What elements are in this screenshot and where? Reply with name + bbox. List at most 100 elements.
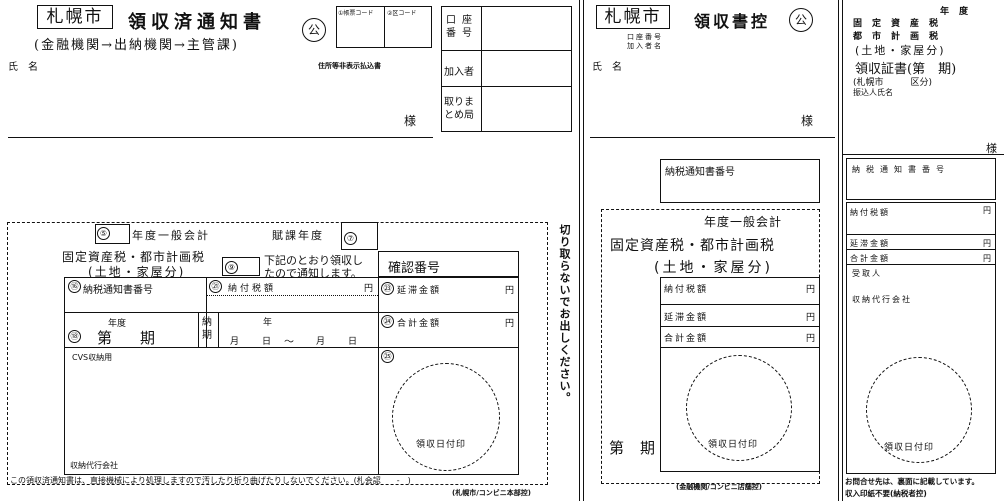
machine-note: この領収済通知書は、直接機械により処理しますので汚したり折り曲げたりしないでくだ… [10, 476, 411, 485]
routing-text: (金融機関→出納機関→主管課) [34, 38, 239, 53]
nendo-label: 年度 [108, 319, 127, 329]
num24-mark: ㉔ [381, 315, 394, 328]
middle-keep-note: (金融機関/コンビニ店舗控) [676, 483, 762, 491]
delay-label: 延滞金額 [397, 286, 442, 296]
middle-hline-1 [660, 304, 820, 305]
right-hline-3 [846, 264, 996, 265]
dai-label: 第 [97, 329, 113, 347]
middle-name-label: 氏 名 [592, 62, 622, 73]
tax-name: 固定資産税・都市計画税 [62, 250, 206, 264]
middle-stamp-label: 領収日付印 [708, 440, 759, 450]
right-tax2: 都市計画税 [853, 32, 949, 42]
agency-label: 収納代行会社 [70, 461, 118, 470]
num7-mark: ⑦ [344, 232, 357, 245]
day-label-2: 日 [348, 337, 358, 347]
right-hline-1 [846, 234, 996, 235]
right-receiver-label: 受取人 [852, 269, 882, 278]
address-note: 住所等非表示払込書 [318, 62, 381, 70]
nouki-label: 納 期 [202, 317, 212, 341]
slip-table [64, 277, 519, 475]
code1-label: ①帳票コード [338, 10, 374, 17]
account-row-line-1 [441, 50, 572, 51]
right-notice-number-box [846, 158, 996, 200]
slip-dashed-frame [7, 222, 548, 485]
right-agency-label: 収納代行会社 [852, 295, 912, 304]
account-row-line-2 [441, 86, 572, 87]
middle-notice-number-label: 納税通知書番号 [665, 167, 735, 178]
do-not-cut-note: 切り取らないでお出しください。 [558, 224, 571, 404]
middle-title: 領収書控 [694, 12, 771, 31]
right-stamp-label: 領収日付印 [884, 443, 935, 453]
num9-mark: ⑨ [225, 261, 238, 274]
left-keep-note: (札幌市/コンビニ本部控) [452, 489, 531, 497]
table-hline-2 [64, 347, 519, 348]
right-total-label: 合計金額 [850, 254, 890, 263]
confirm-number-box [378, 251, 519, 277]
document-title: 領収済通知書 [128, 12, 266, 33]
num21-mark: ㉑ [209, 280, 222, 293]
year-label: 年 [263, 318, 273, 328]
middle-delay-label: 延滞金額 [664, 313, 709, 323]
num7-box [341, 222, 378, 250]
middle-notice-number-box [660, 159, 820, 203]
notice-number-label: 納税通知書番号 [83, 285, 153, 296]
middle-stamp-circle [686, 355, 792, 461]
month-label-1: 月 [230, 337, 240, 347]
middle-city-label-box: 札幌市 [596, 5, 670, 29]
middle-tax-name: 固定資産税・都市計画税 [610, 238, 775, 254]
right-stamp-circle [866, 357, 972, 463]
middle-total-label: 合計金額 [664, 334, 709, 344]
account-number-label: 口座 番号 [446, 15, 478, 39]
right-payer-label: 振込人氏名 [853, 88, 893, 97]
tilde-label: ～ [284, 337, 294, 348]
middle-payment-label: 納付税額 [664, 285, 709, 295]
right-total-yen: 円 [983, 254, 991, 263]
right-payment-label: 納付税額 [850, 208, 890, 217]
table-vline-4 [218, 312, 219, 347]
confirm-number-label: 確認番号 [388, 261, 441, 276]
table-hline-1 [64, 312, 519, 313]
section-divider-right-2 [842, 0, 843, 501]
right-tax-sub: (土地・家屋分) [855, 44, 946, 57]
num16-mark: ⑯ [68, 280, 81, 293]
right-delay-yen: 円 [983, 239, 991, 248]
right-notice-number-label: 納税通知書番号 [852, 165, 950, 174]
num5-box [95, 224, 130, 244]
table-hline-dotted [206, 295, 378, 296]
middle-total-yen: 円 [806, 334, 816, 344]
middle-amount-table [660, 277, 820, 472]
receipt-stamp-label: 領収日付印 [416, 440, 467, 450]
general-account-label: 年度一般会計 [132, 229, 210, 242]
num25-mark: ㉕ [381, 350, 394, 363]
name-underline [8, 137, 433, 138]
num5-mark: ⑤ [97, 227, 110, 240]
account-box-divider [481, 6, 482, 132]
total-yen: 円 [505, 319, 515, 329]
middle-payment-yen: 円 [806, 285, 816, 295]
right-nendo: 年度 [940, 7, 979, 17]
name-label: 氏 名 [8, 62, 38, 73]
right-receipt-title: 領収証書(第 期) [855, 62, 957, 77]
middle-subscriber-small: 加入者名 [627, 42, 663, 50]
middle-hline-3 [660, 347, 820, 348]
total-label: 合計金額 [397, 319, 442, 329]
receipt-stamp-circle [392, 363, 500, 471]
num18-mark: ⑱ [68, 330, 81, 343]
table-vline-3 [198, 312, 199, 347]
payment-yen: 円 [364, 284, 374, 294]
ki-label: 期 [140, 329, 156, 347]
middle-name-underline [590, 137, 835, 138]
right-sama-label: 様 [986, 142, 997, 155]
right-payment-yen: 円 [983, 206, 991, 215]
public-mark: 公 [302, 18, 326, 42]
middle-public-mark: 公 [789, 8, 813, 32]
middle-dai-label: 第 [609, 439, 625, 457]
city-label-box: 札幌市 [37, 5, 113, 29]
right-city-ward: (札幌市 区分) [853, 78, 933, 88]
right-hline-2 [846, 249, 996, 250]
payment-label: 納付税額 [228, 284, 277, 294]
right-footer-stamp-note: 収入印紙不要(納税者控) [845, 489, 927, 498]
right-name-underline [843, 154, 1004, 155]
right-amount-table [846, 202, 996, 474]
collector-office-label: 取りま とめ局 [444, 97, 474, 121]
